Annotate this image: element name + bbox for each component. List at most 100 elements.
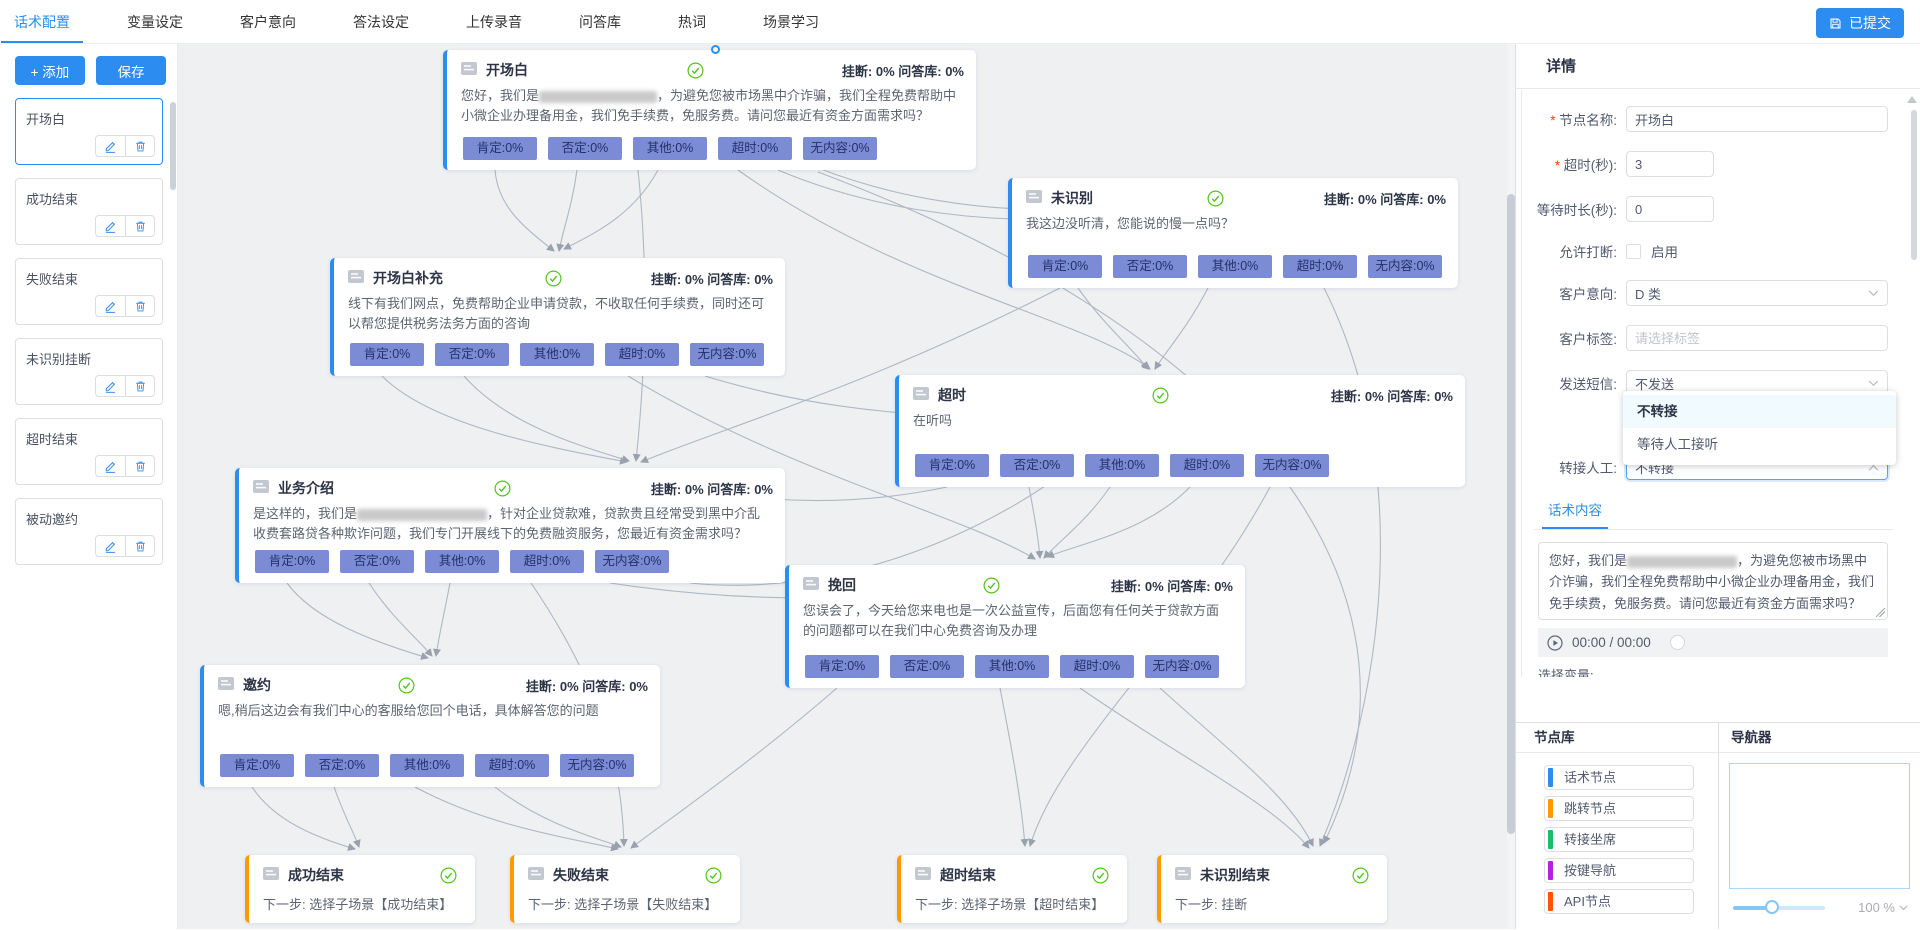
branch-tag-超时[interactable]: 超时:0% bbox=[1283, 255, 1357, 278]
flow-node-kaichangbai[interactable]: 开场白挂断: 0% 问答库: 0%您好，我们是，为避免您被市场黑中介诈骗，我们全… bbox=[443, 45, 976, 170]
edit-icon[interactable] bbox=[96, 296, 125, 316]
branch-tag-肯定[interactable]: 肯定:0% bbox=[1028, 255, 1102, 278]
tab-问答库[interactable]: 问答库 bbox=[579, 13, 621, 30]
branch-tag-超时[interactable]: 超时:0% bbox=[475, 754, 549, 777]
delete-icon[interactable] bbox=[125, 216, 154, 236]
edit-icon[interactable] bbox=[96, 376, 125, 396]
branch-tag-其他[interactable]: 其他:0% bbox=[520, 343, 594, 366]
tab-热词[interactable]: 热词 bbox=[678, 13, 706, 30]
edit-icon[interactable] bbox=[96, 216, 125, 236]
scene-card-被动邀约[interactable]: 被动邀约 bbox=[15, 498, 163, 565]
branch-tag-否定[interactable]: 否定:0% bbox=[305, 754, 379, 777]
tab-变量设定[interactable]: 变量设定 bbox=[127, 13, 183, 30]
flow-node-wanhui[interactable]: 挽回挂断: 0% 问答库: 0%您误会了，今天给您来电也是一次公益宣传，后面您有… bbox=[785, 565, 1245, 688]
edit-icon[interactable] bbox=[96, 456, 125, 476]
panel-scrollbar[interactable] bbox=[1911, 110, 1917, 260]
delete-icon[interactable] bbox=[125, 296, 154, 316]
tab-答法设定[interactable]: 答法设定 bbox=[353, 13, 409, 30]
branch-tag-无内容[interactable]: 无内容:0% bbox=[1255, 454, 1329, 477]
dropdown-option-等待人工接听[interactable]: 等待人工接听 bbox=[1637, 437, 1718, 452]
delete-icon[interactable] bbox=[125, 456, 154, 476]
branch-tag-否定[interactable]: 否定:0% bbox=[435, 343, 509, 366]
tab-script-content[interactable]: 话术内容 bbox=[1542, 499, 1608, 529]
flow-node-yewu-jieshao[interactable]: 业务介绍挂断: 0% 问答库: 0%是这样的，我们是，针对企业贷款难，贷款贵且经… bbox=[235, 468, 785, 583]
canvas-scrollbar[interactable] bbox=[1507, 44, 1515, 929]
minimap[interactable] bbox=[1729, 763, 1910, 889]
flow-node-weishibie[interactable]: 未识别挂断: 0% 问答库: 0%我这边没听清，您能说的慢一点吗？肯定:0%否定… bbox=[1008, 178, 1458, 288]
branch-tag-超时[interactable]: 超时:0% bbox=[1170, 454, 1244, 477]
customer-tag-input[interactable] bbox=[1626, 325, 1888, 351]
branch-tag-无内容[interactable]: 无内容:0% bbox=[1145, 655, 1219, 678]
scene-card-超时结束[interactable]: 超时结束 bbox=[15, 418, 163, 485]
branch-tag-肯定[interactable]: 肯定:0% bbox=[220, 754, 294, 777]
branch-tag-肯定[interactable]: 肯定:0% bbox=[350, 343, 424, 366]
flow-node-chenggong-jieshu[interactable]: 成功结束下一步: 选择子场景【成功结束】 bbox=[245, 855, 475, 923]
play-icon[interactable] bbox=[1547, 634, 1563, 651]
branch-tag-其他[interactable]: 其他:0% bbox=[633, 137, 707, 160]
branch-tag-其他[interactable]: 其他:0% bbox=[975, 655, 1049, 678]
tab-话术配置[interactable]: 话术配置 bbox=[1, 0, 83, 43]
flow-node-chaoshi[interactable]: 超时挂断: 0% 问答库: 0%在听吗肯定:0%否定:0%其他:0%超时:0%无… bbox=[895, 375, 1465, 487]
branch-tag-否定[interactable]: 否定:0% bbox=[548, 137, 622, 160]
canvas-scrollbar-thumb[interactable] bbox=[1507, 194, 1515, 834]
branch-tag-无内容[interactable]: 无内容:0% bbox=[560, 754, 634, 777]
branch-tag-否定[interactable]: 否定:0% bbox=[890, 655, 964, 678]
library-item-转接坐席[interactable]: 转接坐席 bbox=[1544, 827, 1694, 852]
branch-tag-超时[interactable]: 超时:0% bbox=[605, 343, 679, 366]
branch-tag-其他[interactable]: 其他:0% bbox=[1198, 255, 1272, 278]
zoom-slider-thumb[interactable] bbox=[1765, 899, 1779, 914]
library-item-按键导航[interactable]: 按键导航 bbox=[1544, 858, 1694, 883]
scene-card-成功结束[interactable]: 成功结束 bbox=[15, 178, 163, 245]
sidebar-scrollbar[interactable] bbox=[170, 102, 176, 190]
customer-intent-select[interactable]: D 类 bbox=[1626, 280, 1888, 306]
edit-icon[interactable] bbox=[96, 136, 125, 156]
zoom-slider[interactable] bbox=[1733, 899, 1825, 914]
branch-tag-无内容[interactable]: 无内容:0% bbox=[595, 550, 669, 573]
library-item-跳转节点[interactable]: 跳转节点 bbox=[1544, 796, 1694, 821]
branch-tag-超时[interactable]: 超时:0% bbox=[1060, 655, 1134, 678]
timeout-input[interactable] bbox=[1626, 151, 1714, 177]
add-scene-button[interactable]: + 添加 bbox=[15, 56, 85, 85]
scene-card-开场白[interactable]: 开场白 bbox=[15, 98, 163, 165]
tab-客户意向[interactable]: 客户意向 bbox=[240, 13, 296, 30]
library-item-话术节点[interactable]: 话术节点 bbox=[1544, 765, 1694, 790]
branch-tag-肯定[interactable]: 肯定:0% bbox=[463, 137, 537, 160]
script-textarea[interactable]: 您好，我们是，为避免您被市场黑中介诈骗，我们全程免费帮助中小微企业办理备用金，我… bbox=[1538, 542, 1888, 620]
flow-node-shibai-jieshu[interactable]: 失败结束下一步: 选择子场景【失败结束】 bbox=[510, 855, 740, 923]
flow-node-yaoyue[interactable]: 邀约挂断: 0% 问答库: 0%嗯,稍后这边会有我们中心的客服给您回个电话，具体… bbox=[200, 665, 660, 787]
scene-card-失败结束[interactable]: 失败结束 bbox=[15, 258, 163, 325]
node-connector-dot[interactable] bbox=[711, 45, 720, 54]
wait-time-input[interactable] bbox=[1626, 196, 1714, 222]
branch-tag-肯定[interactable]: 肯定:0% bbox=[805, 655, 879, 678]
branch-tag-无内容[interactable]: 无内容:0% bbox=[803, 137, 877, 160]
branch-tag-超时[interactable]: 超时:0% bbox=[718, 137, 792, 160]
branch-tag-肯定[interactable]: 肯定:0% bbox=[255, 550, 329, 573]
branch-tag-超时[interactable]: 超时:0% bbox=[510, 550, 584, 573]
library-item-API节点[interactable]: API节点 bbox=[1544, 889, 1694, 914]
tab-上传录音[interactable]: 上传录音 bbox=[466, 13, 522, 30]
branch-tag-否定[interactable]: 否定:0% bbox=[340, 550, 414, 573]
branch-tag-无内容[interactable]: 无内容:0% bbox=[1368, 255, 1442, 278]
branch-tag-肯定[interactable]: 肯定:0% bbox=[915, 454, 989, 477]
delete-icon[interactable] bbox=[125, 376, 154, 396]
branch-tag-其他[interactable]: 其他:0% bbox=[425, 550, 499, 573]
flow-node-kaichangbai-buchong[interactable]: 开场白补充挂断: 0% 问答库: 0%线下有我们网点，免费帮助企业申请贷款，不收… bbox=[330, 258, 785, 376]
allow-interrupt-checkbox[interactable] bbox=[1626, 243, 1641, 259]
branch-tag-否定[interactable]: 否定:0% bbox=[1113, 255, 1187, 278]
dropdown-option-不转接[interactable]: 不转接 bbox=[1623, 395, 1896, 428]
edit-icon[interactable] bbox=[96, 536, 125, 556]
flow-canvas[interactable]: 开场白挂断: 0% 问答库: 0%您好，我们是，为避免您被市场黑中介诈骗，我们全… bbox=[178, 44, 1515, 929]
panel-scroll-up-arrow[interactable] bbox=[1907, 96, 1917, 103]
resize-handle[interactable] bbox=[1876, 608, 1885, 617]
flow-node-weishibie-jieshu[interactable]: 未识别结束下一步: 挂断 bbox=[1157, 855, 1387, 923]
branch-tag-否定[interactable]: 否定:0% bbox=[1000, 454, 1074, 477]
audio-seek-thumb[interactable] bbox=[1669, 635, 1685, 650]
flow-node-chaoshi-jieshu[interactable]: 超时结束下一步: 选择子场景【超时结束】 bbox=[897, 855, 1127, 923]
scene-card-未识别挂断[interactable]: 未识别挂断 bbox=[15, 338, 163, 405]
save-button[interactable]: 保存 bbox=[96, 56, 166, 85]
delete-icon[interactable] bbox=[125, 536, 154, 556]
submitted-button[interactable]: 已提交 bbox=[1816, 8, 1904, 38]
tab-场景学习[interactable]: 场景学习 bbox=[763, 13, 819, 30]
branch-tag-无内容[interactable]: 无内容:0% bbox=[690, 343, 764, 366]
node-name-input[interactable] bbox=[1626, 106, 1888, 132]
